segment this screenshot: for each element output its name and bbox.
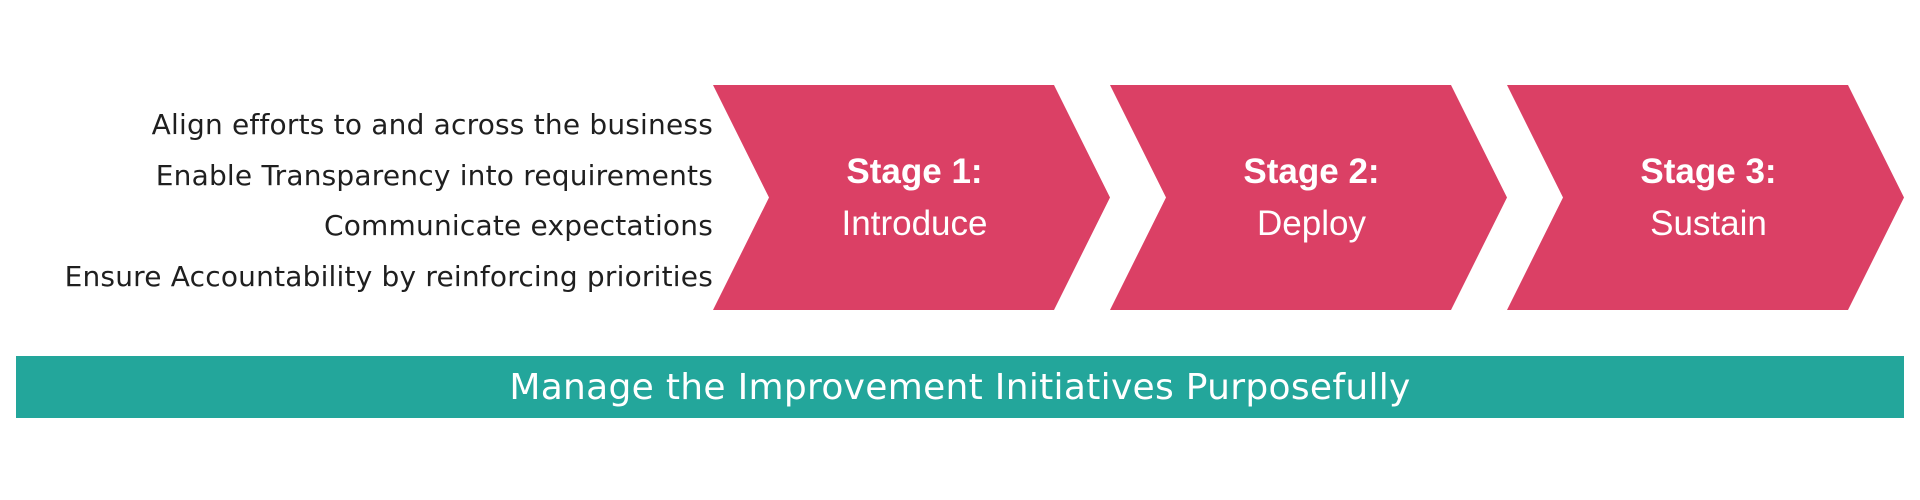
banner-text: Manage the Improvement Initiatives Purpo… [509, 366, 1411, 408]
stage-2-name: Deploy [1257, 203, 1366, 243]
management-banner: Manage the Improvement Initiatives Purpo… [16, 356, 1904, 418]
stage-2-chevron: Stage 2: Deploy [1110, 85, 1507, 310]
stage-2-title: Stage 2: [1243, 151, 1380, 191]
goals-list: Align efforts to and across the business… [0, 100, 713, 302]
goal-item-accountability: Ensure Accountability by reinforcing pri… [64, 259, 713, 293]
stage-3-name: Sustain [1650, 203, 1767, 243]
stage-3-title: Stage 3: [1640, 151, 1777, 191]
stage-1-chevron-shape [713, 85, 1110, 310]
stage-1-name: Introduce [841, 203, 988, 243]
stage-2-chevron-shape [1110, 85, 1507, 310]
stage-3-chevron-shape [1507, 85, 1904, 310]
goal-item-align: Align efforts to and across the business [151, 108, 713, 141]
stage-1-chevron: Stage 1: Introduce [713, 85, 1110, 310]
goal-item-communicate: Communicate expectations [323, 209, 713, 242]
stage-3-chevron: Stage 3: Sustain [1507, 85, 1904, 310]
goal-item-transparency: Enable Transparency into requirements [155, 158, 713, 192]
stage-1-title: Stage 1: [846, 151, 983, 191]
